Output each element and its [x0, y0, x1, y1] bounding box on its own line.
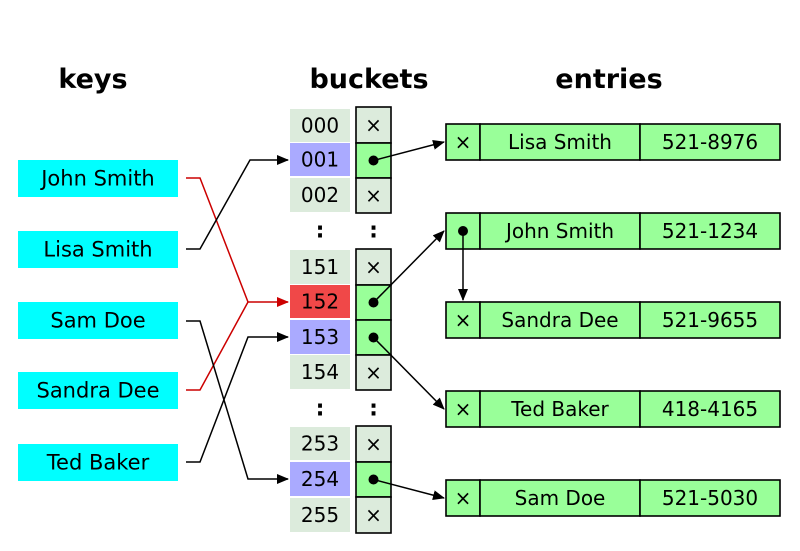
bucket-slot: [355, 425, 392, 463]
null-icon: ×: [455, 486, 472, 510]
null-icon: ×: [455, 130, 472, 154]
pointer-edge: [373, 478, 445, 501]
entry-phone: 521-5030: [662, 486, 758, 510]
entry-name: John Smith: [504, 219, 614, 243]
null-icon: ×: [365, 503, 382, 527]
ellipsis: :: [369, 397, 378, 422]
bucket-index-box: [290, 178, 350, 212]
entry-node: × Ted Baker 418-4165: [445, 390, 781, 428]
bucket-index-box: [290, 285, 350, 318]
key-node: Sam Doe: [18, 302, 178, 339]
null-icon: ×: [365, 255, 382, 279]
entry-phone: 521-9655: [662, 308, 758, 332]
key-node: John Smith: [18, 160, 178, 197]
hash-edge-collision: [186, 301, 249, 391]
ellipsis: :: [316, 219, 325, 244]
bucket-index: 151: [301, 255, 339, 279]
null-icon: ×: [365, 361, 382, 385]
entry-node: × Lisa Smith 521-8976: [445, 123, 781, 161]
bucket-index: 002: [301, 183, 339, 207]
hash-edges: [186, 155, 289, 484]
bucket-slot: [355, 496, 392, 534]
entry-node: × Sam Doe 521-5030: [445, 479, 781, 517]
entries-column: × Lisa Smith 521-8976 John Smith 521-123…: [445, 123, 781, 517]
bucket-index-box: [290, 462, 350, 496]
bucket-slot: [355, 177, 392, 214]
bucket-index: 253: [301, 432, 339, 456]
key-label: Ted Baker: [46, 451, 150, 475]
buckets-column: 000 × 001 002 × : : 151 × 152 153 154: [290, 106, 392, 534]
entry-phone: 418-4165: [662, 397, 758, 421]
key-label: John Smith: [39, 167, 155, 191]
bucket-index: 152: [301, 290, 339, 314]
bucket-slot: [355, 354, 392, 391]
entry-phone: 521-8976: [662, 130, 758, 154]
bucket-index: 255: [301, 503, 339, 527]
pointer-edge: [372, 336, 445, 410]
bucket-index-box: [290, 109, 350, 142]
bucket-index: 153: [301, 325, 339, 349]
keys-column: John Smith Lisa Smith Sam Doe Sandra Dee…: [18, 160, 178, 481]
key-label: Sandra Dee: [36, 379, 159, 403]
bucket-index-box: [290, 250, 350, 284]
entry-name: Ted Baker: [510, 397, 609, 421]
null-icon: ×: [455, 397, 472, 421]
entry-name: Sandra Dee: [501, 308, 618, 332]
bucket-index: 000: [301, 114, 339, 138]
entry-phone: 521-1234: [662, 219, 758, 243]
key-node: Sandra Dee: [18, 372, 178, 409]
ellipsis: :: [369, 219, 378, 244]
bucket-index-box: [290, 498, 350, 532]
key-label: Lisa Smith: [43, 238, 152, 262]
hash-edge: [186, 320, 289, 484]
null-icon: ×: [365, 432, 382, 456]
entry-name: Sam Doe: [515, 486, 606, 510]
bucket-index: 001: [301, 148, 339, 172]
entries-header: entries: [555, 64, 662, 95]
pointer-edge: [373, 139, 445, 162]
bucket-index-box: [290, 427, 350, 460]
pointer-edge: [372, 230, 445, 304]
null-icon: ×: [365, 184, 382, 208]
bucket-index-box: [290, 320, 350, 354]
buckets-header: buckets: [309, 64, 428, 95]
bucket-index: 254: [301, 467, 339, 491]
key-node: Ted Baker: [18, 444, 178, 481]
bucket-index: 154: [301, 360, 339, 384]
bucket-index-box: [290, 355, 350, 389]
key-label: Sam Doe: [50, 309, 145, 333]
hash-edge-collision: [186, 177, 289, 307]
entry-name: Lisa Smith: [508, 130, 612, 154]
pointer-edges: [372, 139, 468, 501]
key-node: Lisa Smith: [18, 231, 178, 268]
bucket-index-box: [290, 143, 350, 176]
bucket-slot: [355, 106, 392, 144]
hash-edge: [186, 332, 289, 463]
null-icon: ×: [365, 113, 382, 137]
ellipsis: :: [316, 397, 325, 422]
entry-node: John Smith 521-1234: [445, 212, 781, 250]
keys-header: keys: [58, 64, 127, 95]
hash-edge: [186, 155, 289, 250]
entry-node: × Sandra Dee 521-9655: [445, 301, 781, 339]
null-icon: ×: [455, 308, 472, 332]
